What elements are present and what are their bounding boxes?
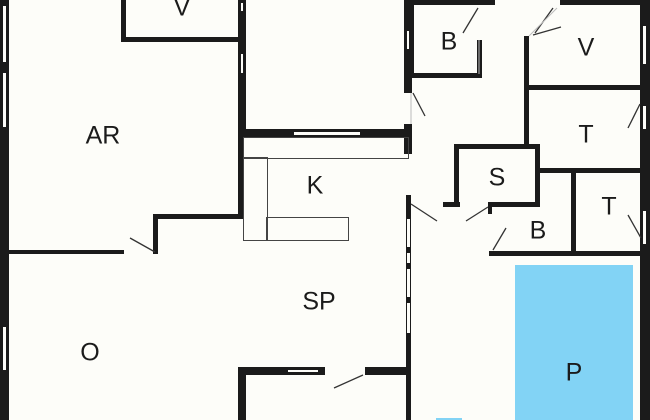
window: [240, 2, 244, 12]
room-label-v-right: V: [577, 33, 595, 62]
wall: [121, 0, 126, 42]
room-label-v-top-left: V: [173, 0, 191, 22]
window: [642, 105, 647, 130]
wall: [238, 367, 246, 420]
window: [2, 5, 7, 63]
room-label-p: P: [565, 358, 583, 387]
room-label-t-upper: T: [578, 120, 594, 149]
wall: [488, 202, 540, 207]
window: [2, 72, 7, 128]
room-label-o: O: [80, 338, 100, 367]
wall: [454, 144, 459, 206]
room-label-s: S: [488, 163, 506, 192]
room-label-ar: AR: [85, 121, 121, 150]
window: [240, 53, 244, 74]
wall: [535, 144, 540, 206]
wall: [9, 250, 124, 254]
room-label-t-lower: T: [601, 192, 617, 221]
window: [406, 302, 411, 334]
wall-left-outer: [0, 0, 9, 420]
window: [406, 30, 410, 50]
wall: [443, 202, 460, 207]
kitchen-island: [266, 217, 349, 241]
wall: [524, 85, 650, 90]
window: [642, 210, 647, 245]
room-label-b-lower: B: [529, 216, 547, 245]
wall: [560, 0, 650, 5]
wall: [489, 251, 650, 256]
kitchen-counter: [243, 157, 268, 241]
kitchen-counter: [243, 137, 409, 159]
window: [406, 268, 411, 298]
wall: [410, 0, 414, 78]
wall: [153, 214, 243, 219]
room-label-k: K: [306, 171, 324, 200]
wall: [410, 0, 495, 5]
wall: [488, 202, 492, 214]
window: [287, 369, 319, 373]
room-label-b-top: B: [440, 27, 458, 56]
window: [406, 252, 411, 264]
window: [642, 25, 647, 65]
window: [2, 326, 7, 371]
wall: [454, 144, 540, 149]
room-label-sp: SP: [302, 287, 336, 316]
pool: [515, 265, 633, 420]
wall: [571, 168, 576, 256]
window: [293, 131, 361, 136]
wall: [524, 36, 529, 148]
wall: [238, 137, 243, 217]
wall: [538, 168, 650, 173]
wall: [121, 37, 241, 42]
wall: [153, 214, 158, 254]
window: [406, 218, 411, 248]
wall: [238, 367, 411, 375]
wall: [410, 73, 482, 78]
pool-step: [436, 418, 462, 420]
